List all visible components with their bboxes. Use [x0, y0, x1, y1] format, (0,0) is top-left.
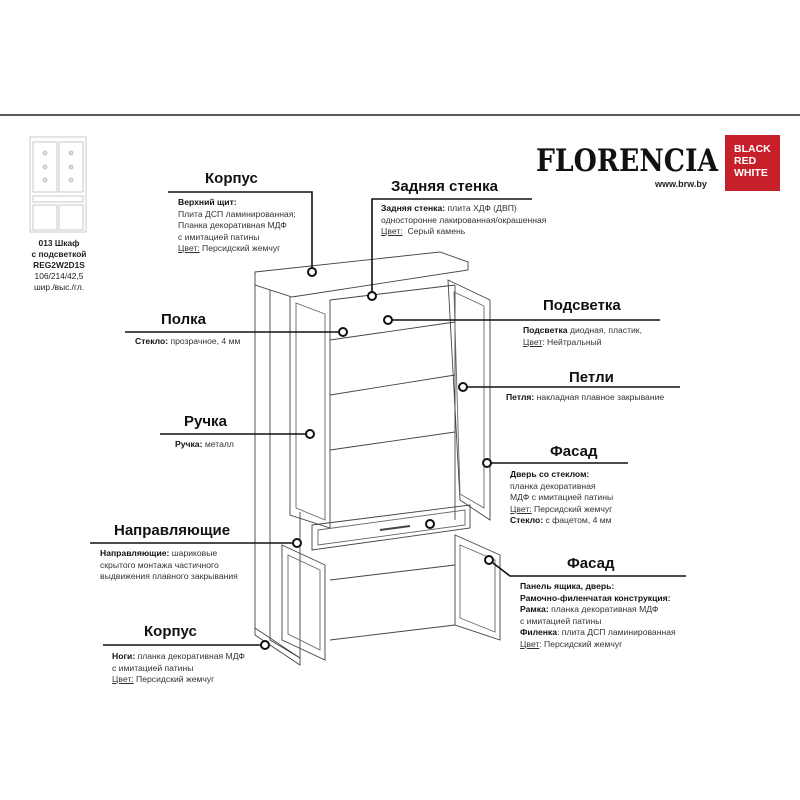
- label: Панель ящика, дверь:: [520, 581, 615, 591]
- text: плита ХДФ (ДВП): [447, 203, 517, 213]
- color-label: Цвет:: [381, 226, 403, 236]
- text: : плита ДСП ламинированная: [557, 627, 676, 637]
- back-desc: Задняя стенка: плита ХДФ (ДВП) односторо…: [381, 203, 546, 238]
- color-label: Цвет:: [510, 503, 532, 514]
- heading-korpus-legs: Корпус: [144, 623, 197, 640]
- label: Петля:: [506, 392, 535, 402]
- label: Стекло:: [135, 336, 169, 346]
- text: прозрачное, 4 мм: [170, 336, 241, 346]
- heading-facade-glass: Фасад: [550, 443, 598, 460]
- text: МДФ с имитацией патины: [510, 492, 614, 502]
- text: планка декоративная МДФ: [551, 604, 659, 614]
- heading-facade-panel: Фасад: [567, 555, 615, 572]
- logo-line: RED: [734, 155, 757, 167]
- heading-korpus-top: Корпус: [205, 170, 258, 187]
- text: с имитацией патины: [520, 615, 602, 626]
- logo-line: BLACK: [734, 143, 771, 155]
- color-label: Цвет:: [112, 674, 134, 684]
- callout-markers: [260, 267, 494, 650]
- korpus-top-desc: Верхний щит: Плита ДСП ламинированная; П…: [178, 197, 296, 255]
- text: с имитацией патины: [178, 231, 260, 242]
- product-dimensions: 106/214/42,5: [34, 271, 84, 281]
- label: Направляющие:: [100, 548, 170, 558]
- label: Дверь со стеклом:: [510, 469, 590, 479]
- brand-title: FLORENCIA: [536, 143, 719, 179]
- korpus-legs-desc: Ноги: планка декоративная МДФ с имитацие…: [112, 651, 245, 686]
- rails-desc: Направляющие: шариковые скрытого монтажа…: [100, 548, 238, 583]
- label: Ручка:: [175, 439, 203, 449]
- label: Рамка:: [520, 604, 549, 614]
- product-thumbnail: [29, 136, 87, 233]
- label: Ноги:: [112, 651, 136, 661]
- color-value: Серый камень: [407, 226, 466, 236]
- facade-glass-desc: Дверь со стеклом: планка декоративная МД…: [510, 469, 613, 527]
- cabinet-drawing: [254, 251, 501, 666]
- text: выдвижения плавного закрывания: [100, 571, 238, 581]
- label: Стекло:: [510, 515, 544, 525]
- color-value: : Персидский жемчуг: [539, 638, 623, 649]
- heading-handle: Ручка: [184, 413, 227, 430]
- handle-desc: Ручка: металл: [175, 439, 234, 451]
- text: с фацетом, 4 мм: [545, 515, 612, 525]
- text: диодная, пластик,: [569, 325, 642, 335]
- label: Рамочно-филенчатая конструкция:: [520, 592, 671, 603]
- heading-shelf: Полка: [161, 311, 206, 328]
- text: Планка декоративная МДФ: [178, 220, 287, 230]
- color-label: Цвет: [523, 336, 543, 347]
- product-subtitle: с подсветкой: [31, 249, 87, 259]
- heading-light: Подсветка: [543, 297, 621, 314]
- text: металл: [204, 439, 234, 449]
- hinges-desc: Петля: накладная плавное закрывание: [506, 392, 664, 404]
- brand-url[interactable]: www.brw.by: [655, 179, 707, 189]
- label: Задняя стенка:: [381, 203, 446, 213]
- color-value: Персидский жемчуг: [202, 243, 281, 253]
- light-desc: Подсветка диодная, пластик, Цвет: Нейтра…: [523, 325, 642, 348]
- product-dimensions-label: шир./выс./гл.: [33, 282, 85, 292]
- color-value: Персидский жемчуг: [136, 674, 215, 684]
- shelf-desc: Стекло: прозрачное, 4 мм: [135, 336, 240, 348]
- heading-rails: Направляющие: [114, 522, 231, 539]
- color-value: : Нейтральный: [542, 336, 602, 347]
- callout-lines: [90, 191, 686, 646]
- product-caption: 013 Шкаф с подсветкой REG2W2D1S 106/214/…: [20, 238, 98, 293]
- text: Плита ДСП ламинированная;: [178, 208, 296, 219]
- heading-back: Задняя стенка: [391, 178, 498, 195]
- product-title: 013 Шкаф: [38, 238, 80, 248]
- heading-hinges: Петли: [569, 369, 614, 386]
- color-value: Персидский жемчуг: [534, 503, 613, 514]
- text: накладная плавное закрывание: [536, 392, 665, 402]
- color-label: Цвет:: [178, 243, 200, 253]
- facade-panel-desc: Панель ящика, дверь: Рамочно-филенчатая …: [520, 581, 676, 650]
- text: скрытого монтажа частичного: [100, 559, 219, 570]
- label: Верхний щит:: [178, 197, 237, 207]
- text: шариковые: [171, 548, 218, 558]
- label: Филенка: [520, 627, 558, 637]
- text: планка декоративная МДФ: [137, 651, 245, 661]
- text: односторонне лакированная/окрашенная: [381, 214, 547, 225]
- logo-line: WHITE: [734, 167, 768, 179]
- color-label: Цвет: [520, 638, 540, 649]
- text: планка декоративная: [510, 480, 596, 491]
- product-code: REG2W2D1S: [33, 260, 85, 270]
- label: Подсветка: [523, 325, 568, 335]
- text: с имитацией патины: [112, 662, 194, 673]
- brand-logo: BLACK RED WHITE: [725, 135, 780, 191]
